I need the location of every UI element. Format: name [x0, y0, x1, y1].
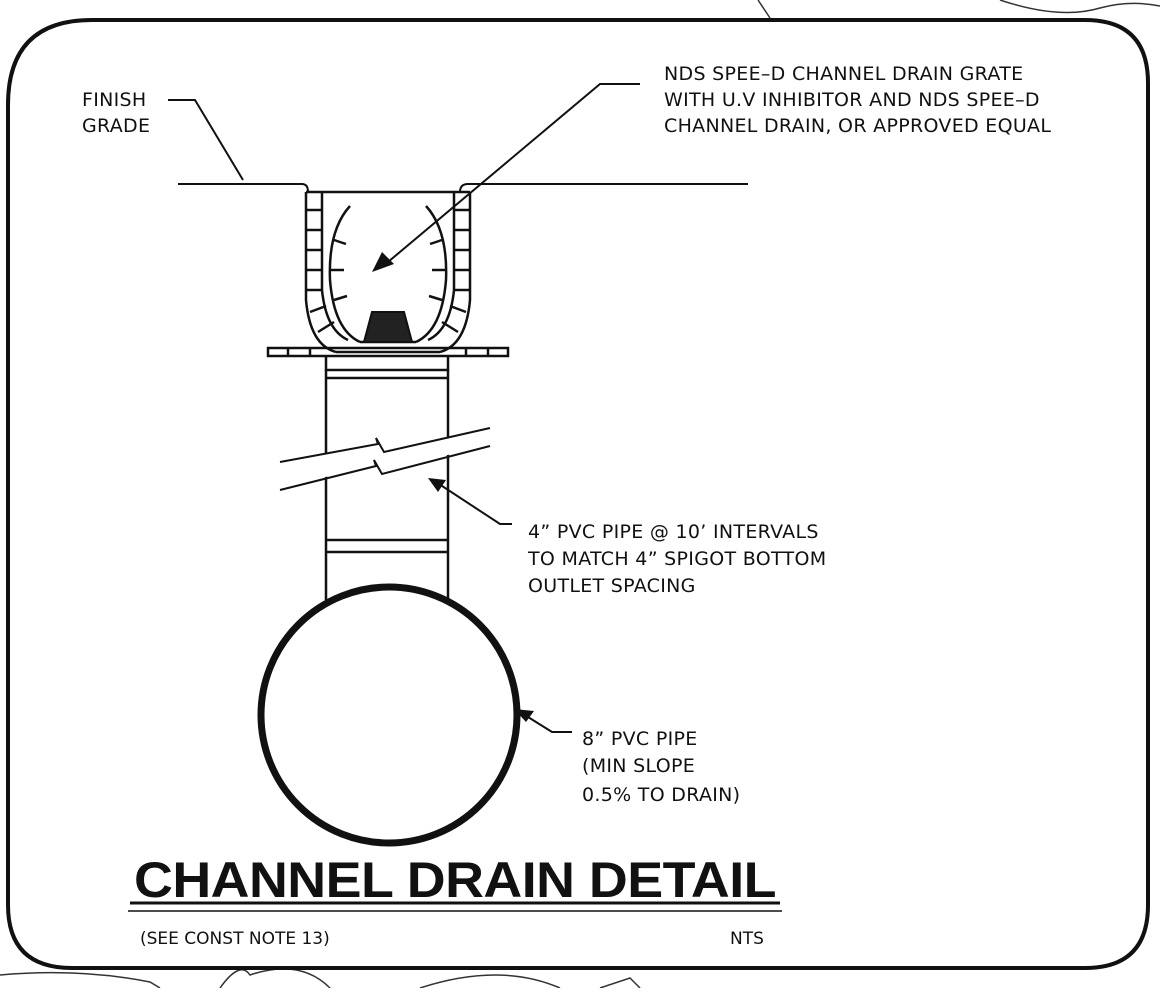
pipe-break-symbol	[279, 427, 491, 491]
scale-label: NTS	[730, 929, 764, 949]
grate-note-line-2: WITH U.V INHIBITOR AND NDS SPEE–D	[664, 89, 1040, 111]
eight-inch-pipe	[257, 583, 521, 847]
grate-note-line-3: CHANNEL DRAIN, OR APPROVED EQUAL	[664, 115, 1051, 137]
pipe-note-line-2: TO MATCH 4” SPIGOT BOTTOM	[527, 548, 826, 570]
outlet-spigot	[362, 311, 414, 343]
pipe-note-line-1: 4” PVC PIPE @ 10’ INTERVALS	[528, 521, 819, 543]
leader-arrowheads	[372, 252, 534, 722]
main-pipe-note-line-3: 0.5% TO DRAIN)	[582, 784, 740, 806]
finish-grade-label-line-2: GRADE	[82, 115, 150, 137]
main-pipe-note-line-2: (MIN SLOPE	[582, 755, 695, 777]
pipe-note-line-3: OUTLET SPACING	[528, 575, 696, 597]
detail-title: CHANNEL DRAIN DETAIL	[134, 852, 776, 908]
finish-grade-label-line-1: FINISH	[82, 89, 147, 111]
finish-grade-line	[178, 183, 748, 193]
main-pipe-note-line-1: 8” PVC PIPE	[582, 728, 698, 750]
const-note-reference: (SEE CONST NOTE 13)	[140, 929, 330, 949]
leader-lines	[168, 83, 640, 733]
grate-note-line-1: NDS SPEE–D CHANNEL DRAIN GRATE	[664, 63, 1023, 85]
border-frame	[6, 18, 1150, 970]
four-inch-pipe	[324, 356, 450, 600]
